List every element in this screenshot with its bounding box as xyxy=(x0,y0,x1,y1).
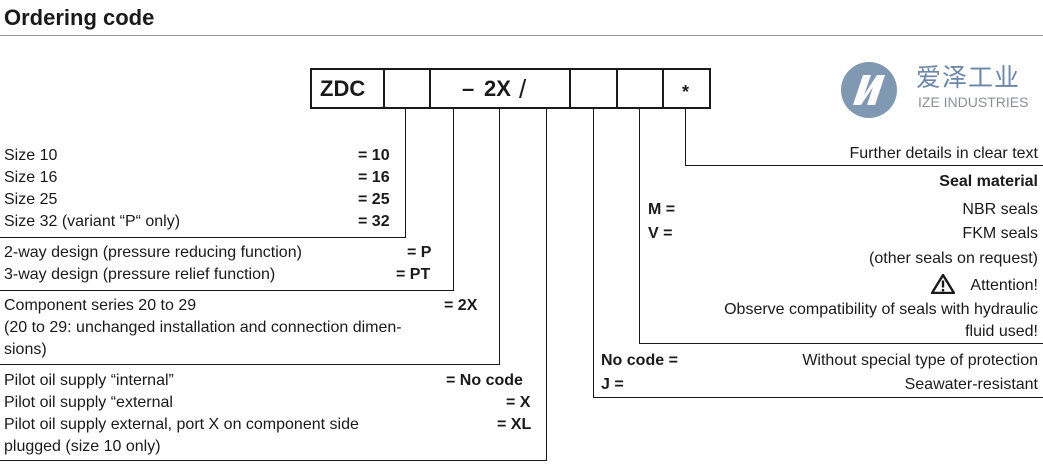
code-slash: / xyxy=(519,74,527,104)
seal-connector-vertical xyxy=(639,109,640,344)
seal-code-v: V = xyxy=(648,225,673,242)
series-label: Component series 20 to 29 xyxy=(4,297,197,314)
size-label-16: Size 16 xyxy=(4,169,58,186)
pilot-code-internal: = No code xyxy=(446,372,523,389)
pilot-label-internal: Pilot oil supply “internal” xyxy=(4,372,174,389)
code-model-text: ZDC xyxy=(320,76,366,101)
pilot-code-xl: = XL xyxy=(497,416,532,433)
pilot-label-xl: Pilot oil supply external, port X on com… xyxy=(4,416,359,433)
protection-code-j: J = xyxy=(601,376,624,393)
code-box-seal xyxy=(662,68,711,109)
further-connector-horizontal xyxy=(685,165,1043,166)
protection-connector-horizontal xyxy=(593,397,1043,398)
design-code-p: = P xyxy=(407,244,432,261)
protection-code-none: No code = xyxy=(601,352,678,369)
size-code-32: = 32 xyxy=(358,213,390,230)
protection-label-j: Seawater-resistant xyxy=(904,376,1038,393)
code-box-protection xyxy=(616,68,662,109)
pilot-note: plugged (size 10 only) xyxy=(4,438,161,455)
protection-connector-vertical xyxy=(593,109,594,398)
size-label-32: Size 32 (variant “P“ only) xyxy=(4,213,181,230)
pilot-code-external: = X xyxy=(506,394,531,411)
title-rule xyxy=(0,35,1043,36)
seal-code-m: M = xyxy=(648,201,676,218)
seal-heading: Seal material xyxy=(939,173,1038,190)
seal-other-note: (other seals on request) xyxy=(869,250,1038,267)
size-code-25: = 25 xyxy=(358,191,390,208)
logo-chinese-name: 爱泽工业 xyxy=(916,63,1021,92)
series-connector-horizontal xyxy=(0,364,500,365)
attention-text: Attention! xyxy=(970,277,1038,294)
series-note-line1: (20 to 29: unchanged installation and co… xyxy=(4,319,402,336)
code-series-text: 2X xyxy=(484,76,511,101)
observe-line1: Observe compatibility of seals with hydr… xyxy=(724,301,1038,318)
code-box-size xyxy=(383,68,429,109)
series-connector-vertical xyxy=(499,109,500,365)
design-connector-horizontal xyxy=(0,290,454,291)
design-label-p: 2-way design (pressure reducing function… xyxy=(4,244,302,261)
code-box-pilot xyxy=(569,68,616,109)
code-box-series xyxy=(429,68,569,109)
page-title: Ordering code xyxy=(4,5,155,30)
code-series-dash: – xyxy=(462,76,475,101)
warning-icon xyxy=(931,274,955,294)
size-connector-vertical xyxy=(405,109,406,238)
size-label-10: Size 10 xyxy=(4,147,58,164)
size-code-10: = 10 xyxy=(358,147,390,164)
design-connector-vertical xyxy=(453,109,454,291)
code-star: * xyxy=(682,82,690,102)
series-note-line2: sions) xyxy=(4,341,47,358)
further-connector-vertical xyxy=(685,109,686,166)
pilot-connector-vertical xyxy=(546,109,547,461)
pilot-connector-horizontal xyxy=(0,460,547,461)
series-code: = 2X xyxy=(444,297,478,314)
code-box-model xyxy=(310,68,383,109)
design-code-pt: = PT xyxy=(396,266,431,283)
size-label-25: Size 25 xyxy=(4,191,58,208)
size-connector-horizontal xyxy=(0,237,406,238)
ize-logo-icon xyxy=(841,62,897,118)
seal-label-m: NBR seals xyxy=(962,201,1038,218)
pilot-label-external: Pilot oil supply “external xyxy=(4,394,173,411)
seal-connector-horizontal xyxy=(639,343,1043,344)
further-details-text: Further details in clear text xyxy=(849,145,1038,162)
logo-english-name: IZE INDUSTRIES xyxy=(918,94,1029,110)
size-code-16: = 16 xyxy=(358,169,390,186)
protection-label-none: Without special type of protection xyxy=(802,352,1038,369)
design-label-pt: 3-way design (pressure relief function) xyxy=(4,266,276,283)
observe-line2: fluid used! xyxy=(965,323,1038,340)
seal-label-v: FKM seals xyxy=(962,225,1038,242)
